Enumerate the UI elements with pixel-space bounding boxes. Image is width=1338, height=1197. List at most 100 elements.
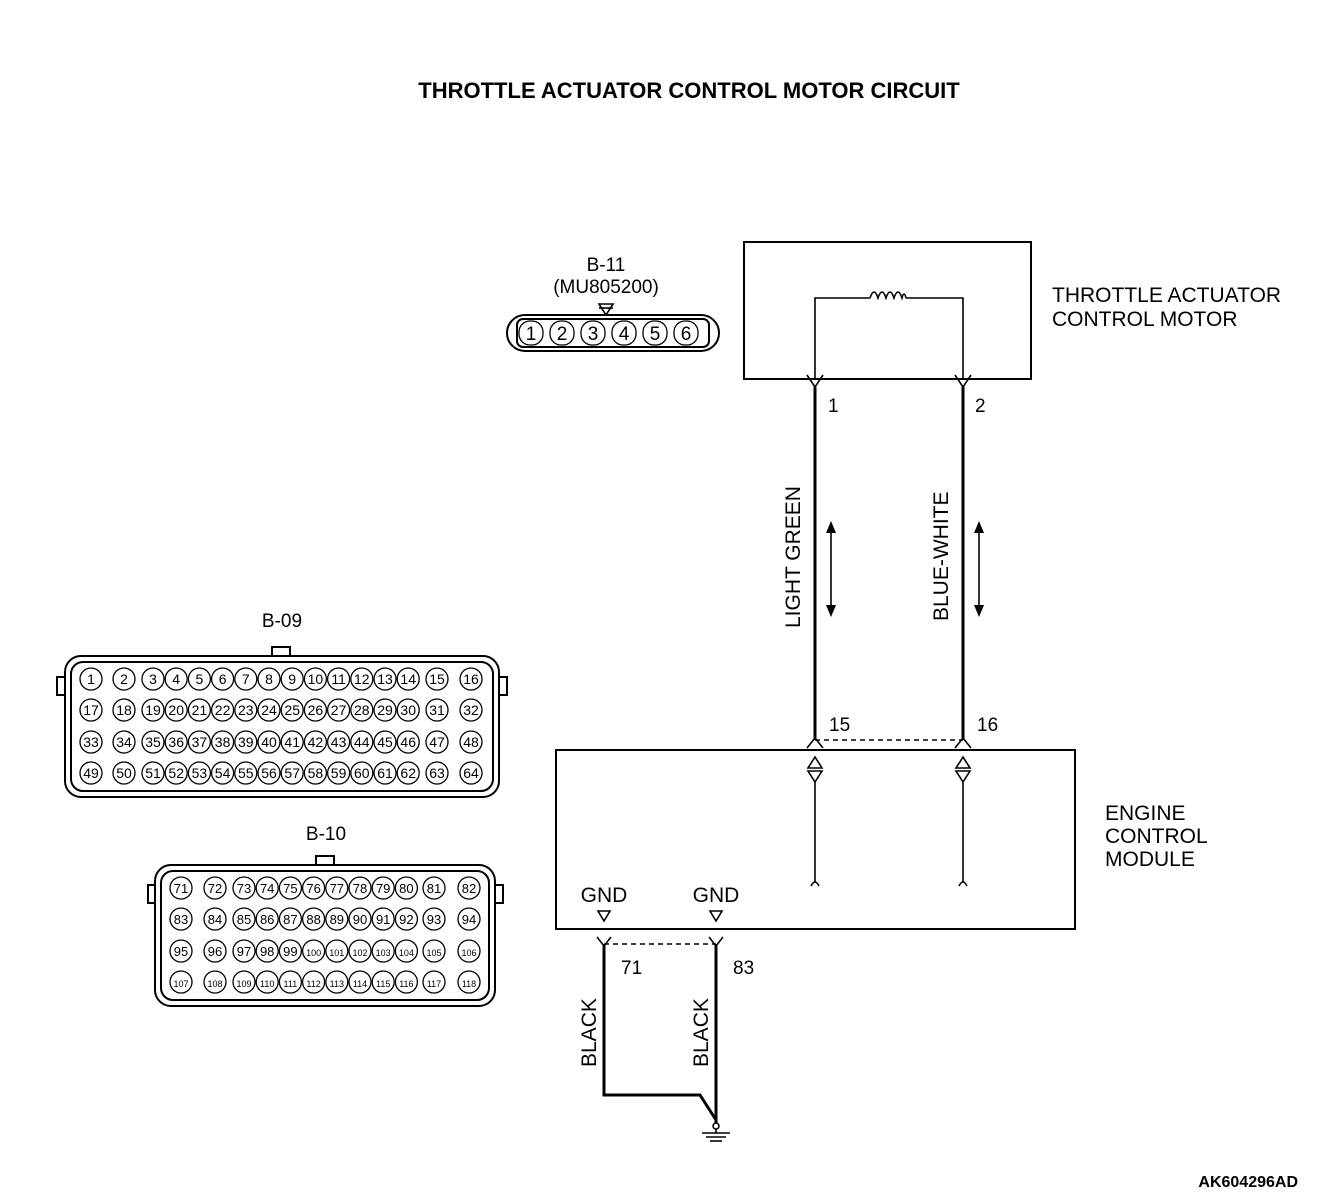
- connector-pin-cell: [371, 876, 395, 900]
- connector-pin-label: 87: [283, 912, 297, 927]
- connector-pin-label: 115: [376, 979, 390, 989]
- connector-pin-cell: [169, 876, 193, 900]
- connector-pin-cell: [348, 970, 372, 994]
- connector-pin-label: 29: [377, 702, 393, 718]
- connector-pin-cell: [257, 761, 281, 785]
- connector-pin-cell: [348, 876, 372, 900]
- connector-pin-label: 2: [120, 671, 128, 687]
- connector-pin-cell: [234, 667, 258, 691]
- connector-pin-label: 86: [260, 912, 274, 927]
- connector-pin-cell: [255, 907, 279, 931]
- connector-pin-label: 85: [237, 912, 251, 927]
- connector-pin-label: 73: [237, 881, 251, 896]
- connector-pin-cell: [396, 761, 420, 785]
- connector-pin-cell: [280, 698, 304, 722]
- connector-pin-cell: [396, 698, 420, 722]
- ecm-label-line2: CONTROL: [1105, 825, 1208, 848]
- connector-pin-cell: [303, 761, 328, 785]
- connector-pin-cell: [348, 939, 372, 963]
- figure-code: AK604296AD: [1198, 1174, 1298, 1191]
- connector-pin-label: 8: [265, 671, 273, 687]
- connector-pin-label: 10: [308, 671, 324, 687]
- connector-pin-label: 6: [681, 324, 692, 345]
- connector-pin-cell: [326, 761, 351, 785]
- connector-pin-label: 1: [87, 671, 95, 687]
- connector-pin-cell: [518, 320, 544, 346]
- connector-pin-cell: [232, 907, 256, 931]
- connector-pin-label: 92: [399, 912, 413, 927]
- throttle-actuator-motor: THROTTLE ACTUATOR CONTROL MOTOR: [743, 241, 1281, 380]
- connector-pin-cell: [232, 939, 256, 963]
- connector-pin-label: 25: [284, 702, 300, 718]
- connector-pin-label: 116: [399, 979, 413, 989]
- connector-pin-cell: [141, 730, 165, 754]
- connector-pin-label: 5: [196, 671, 204, 687]
- connector-pin-cell: [326, 698, 351, 722]
- connector-pin-cell: [394, 970, 419, 994]
- connector-pin-label: 77: [330, 881, 344, 896]
- connector-pin-cell: [325, 876, 349, 900]
- connector-pin-label: 109: [236, 979, 251, 989]
- connector-pin-label: 12: [354, 671, 370, 687]
- ecm-label-line3: MODULE: [1105, 848, 1195, 871]
- connector-pin-label: 75: [283, 881, 297, 896]
- terminal-arrow-icon: [806, 736, 824, 749]
- connector-pin-cell: [169, 970, 193, 994]
- connector-pin-cell: [371, 939, 395, 963]
- connector-pin-cell: [350, 698, 374, 722]
- connector-pin-label: 74: [260, 881, 274, 896]
- connector-pin-label: 106: [461, 948, 476, 958]
- motor-box: [743, 241, 1032, 380]
- connector-pin-cell: [79, 761, 103, 785]
- connector-pin-cell: [280, 761, 304, 785]
- connector-pin-cell: [325, 970, 349, 994]
- connector-pin-cell: [278, 939, 303, 963]
- connector-pin-cell: [203, 939, 227, 963]
- connector-pin-cell: [394, 876, 419, 900]
- connector-pin-cell: [141, 761, 165, 785]
- connector-pin-label: 33: [83, 734, 99, 750]
- connector-pin-cell: [112, 698, 136, 722]
- connector-pin-cell: [394, 907, 419, 931]
- connector-pin-label: 62: [400, 765, 416, 781]
- wire-color-gnd-right: BLACK: [690, 998, 713, 1067]
- connector-pin-label: 104: [399, 948, 414, 958]
- connector-pin-label: 18: [116, 702, 132, 718]
- connector-pin-cell: [373, 698, 397, 722]
- connector-pin-label: 44: [354, 734, 370, 750]
- connector-pin-cell: [457, 907, 481, 931]
- gnd-label-right: GND: [693, 884, 740, 907]
- ecm-pin-16: 16: [977, 715, 998, 736]
- connector-pin-label: 23: [238, 702, 254, 718]
- connector-pin-cell: [112, 730, 136, 754]
- connector-pin-label: 15: [429, 671, 445, 687]
- connector-pin-cell: [673, 320, 699, 346]
- connector-pin-cell: [425, 730, 449, 754]
- connector-pin-label: 49: [83, 765, 99, 781]
- connector-pin-label: 80: [399, 881, 413, 896]
- connector-pin-label: 47: [429, 734, 445, 750]
- connector-pin-cell: [187, 730, 212, 754]
- connector-pin-label: 78: [353, 881, 367, 896]
- motor-pin-2: 2: [975, 396, 986, 417]
- connector-pin-label: 41: [284, 734, 300, 750]
- connector-pin-cell: [79, 698, 103, 722]
- connector-pin-cell: [350, 730, 374, 754]
- connector-pin-cell: [350, 761, 374, 785]
- connector-pin-cell: [457, 939, 481, 963]
- connector-pin-label: 53: [192, 765, 208, 781]
- connector-pin-label: 13: [377, 671, 393, 687]
- gnd-pin-71: 71: [621, 958, 642, 979]
- connector-pin-label: 99: [283, 944, 297, 959]
- connector-pin-label: 24: [261, 702, 277, 718]
- ecm-terminal-15: [806, 755, 824, 887]
- connector-pin-cell: [459, 730, 483, 754]
- connector-pin-label: 71: [174, 881, 188, 896]
- connector-pin-cell: [280, 730, 304, 754]
- connector-pin-cell: [611, 320, 637, 346]
- connector-pin-cell: [580, 320, 606, 346]
- connector-pin-cell: [255, 970, 279, 994]
- connector-pin-label: 36: [168, 734, 184, 750]
